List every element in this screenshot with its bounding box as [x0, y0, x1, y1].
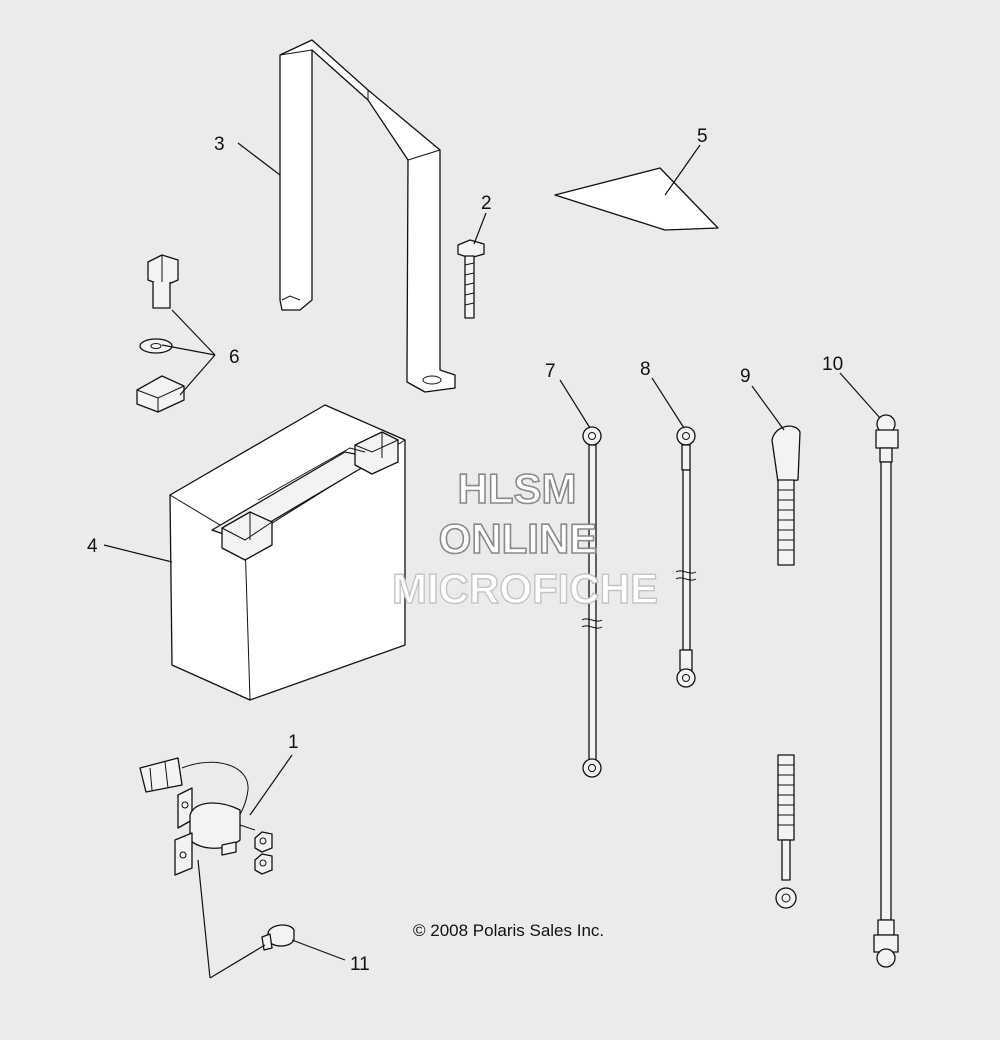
callout-9: 9: [740, 366, 751, 387]
mounting-hardware: [136, 254, 185, 413]
callout-7: 7: [545, 361, 556, 382]
solenoid-bolt: [261, 924, 295, 951]
watermark-line1: HLSM: [458, 465, 577, 512]
battery-cable-medium: [675, 426, 697, 688]
battery: [169, 404, 406, 701]
callout-4: 4: [87, 536, 98, 557]
callout-8: 8: [640, 359, 651, 380]
battery-cable-boot: [771, 425, 801, 909]
watermark-line3: MICROFICHE: [392, 565, 658, 612]
battery-cable-long: [873, 414, 899, 968]
callout-11: 11: [350, 954, 370, 975]
callout-numbers: 3 2 5 6 4 7 8 9 10 1 11: [87, 126, 843, 975]
battery-cable-short: [581, 426, 603, 778]
leader-lines: [103, 142, 881, 979]
callout-5: 5: [697, 126, 708, 147]
callout-3: 3: [214, 134, 225, 155]
label-decal: [554, 167, 719, 231]
watermark: HLSM ONLINE MICROFICHE: [391, 464, 658, 613]
callout-6: 6: [229, 347, 240, 368]
starter-solenoid: [139, 757, 273, 876]
screw: [457, 239, 485, 319]
callout-2: 2: [481, 193, 492, 214]
callout-1: 1: [288, 732, 299, 753]
watermark-line2: ONLINE: [439, 515, 598, 562]
copyright-notice: © 2008 Polaris Sales Inc.: [413, 921, 604, 940]
callout-10: 10: [822, 354, 843, 375]
battery-strap: [279, 39, 456, 393]
